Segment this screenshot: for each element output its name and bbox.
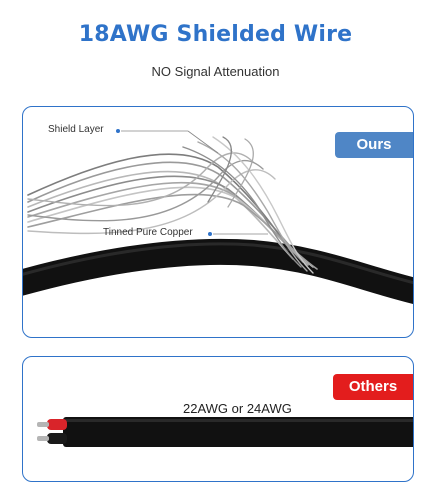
- black-conductor: [47, 433, 67, 444]
- page-title: 18AWG Shielded Wire: [78, 22, 353, 47]
- shield-layer-callout: Shield Layer: [48, 124, 104, 135]
- thin-wire-illustration: [37, 417, 413, 447]
- others-comparison-panel: 22AWG or 24AWG Others: [22, 356, 414, 482]
- tinned-copper-callout: Tinned Pure Copper: [103, 227, 193, 238]
- ours-badge: Ours: [335, 132, 413, 158]
- shielded-wire-illustration: [23, 129, 413, 304]
- wire-strands: [27, 136, 318, 274]
- cable-jacket: [23, 238, 413, 304]
- gauge-label: 22AWG or 24AWG: [183, 401, 292, 416]
- ours-comparison-panel: Shield Layer Tinned Pure Copper Ours: [22, 106, 414, 338]
- others-badge: Others: [333, 374, 413, 400]
- page-subtitle: NO Signal Attenuation: [151, 64, 280, 79]
- thin-cable-jacket: [63, 417, 413, 447]
- red-conductor: [47, 419, 67, 430]
